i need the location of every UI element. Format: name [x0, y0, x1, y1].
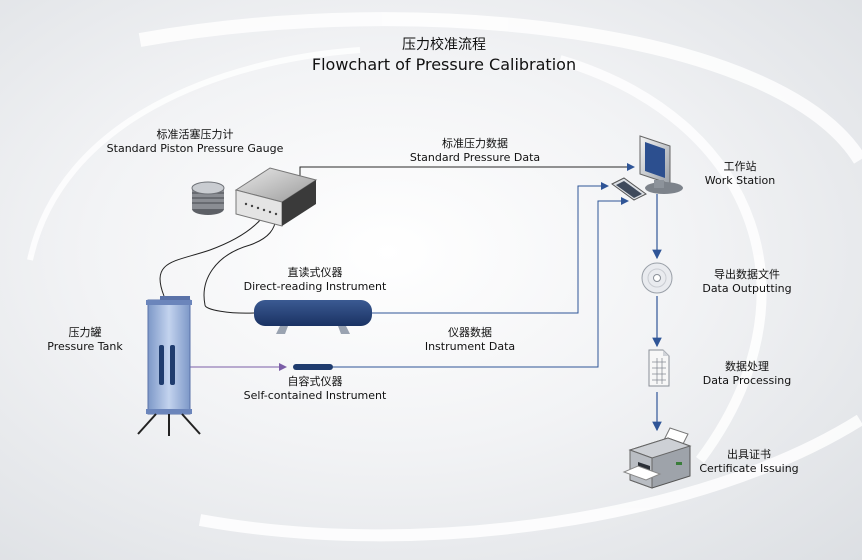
- label-data-processing-en: Data Processing: [702, 374, 792, 387]
- label-piston-gauge-en: Standard Piston Pressure Gauge: [106, 142, 284, 155]
- edge-standard-data: [299, 163, 635, 187]
- piston-gauge-icon: [191, 167, 318, 227]
- title-en: Flowchart of Pressure Calibration: [311, 55, 577, 74]
- label-standard-data: 标准压力数据 Standard Pressure Data: [400, 137, 550, 165]
- edge-self-contained-data: [333, 197, 629, 368]
- disc-icon: [641, 262, 673, 294]
- cylinder-stack-icon: [191, 181, 225, 215]
- label-data-processing: 数据处理 Data Processing: [692, 360, 802, 388]
- diagram-title: 压力校准流程 Flowchart of Pressure Calibration: [0, 36, 862, 76]
- printer-icon: [622, 427, 692, 489]
- label-pressure-tank: 压力罐 Pressure Tank: [40, 326, 130, 354]
- label-instrument-data: 仪器数据 Instrument Data: [410, 326, 530, 354]
- direct-reading-instrument-icon: [254, 300, 372, 334]
- label-piston-gauge-zh: 标准活塞压力计: [156, 128, 234, 141]
- label-piston-gauge: 标准活塞压力计 Standard Piston Pressure Gauge: [100, 128, 290, 156]
- label-direct-reading: 直读式仪器 Direct-reading Instrument: [235, 266, 395, 294]
- pressure-hoses: [159, 217, 277, 314]
- label-data-output-en: Data Outputting: [702, 282, 792, 295]
- edge-direct-reading-data: [372, 182, 609, 314]
- keyboard-icon: [611, 177, 647, 201]
- pressure-tank-icon: [137, 296, 201, 436]
- title-zh: 压力校准流程: [402, 37, 486, 53]
- document-icon: [648, 349, 670, 387]
- label-work-station-en: Work Station: [704, 174, 776, 187]
- monitor-icon: [639, 135, 683, 194]
- label-data-output-zh: 导出数据文件: [714, 268, 780, 281]
- label-instrument-data-zh: 仪器数据: [448, 326, 492, 339]
- label-certificate: 出具证书 Certificate Issuing: [694, 448, 804, 476]
- label-pressure-tank-zh: 压力罐: [68, 326, 102, 339]
- label-self-contained: 自容式仪器 Self-contained Instrument: [235, 375, 395, 403]
- label-instrument-data-en: Instrument Data: [424, 340, 516, 353]
- label-direct-reading-en: Direct-reading Instrument: [243, 280, 387, 293]
- label-standard-data-zh: 标准压力数据: [442, 137, 508, 150]
- label-pressure-tank-en: Pressure Tank: [47, 340, 123, 353]
- background-swoosh: [27, 12, 862, 542]
- work-station-icon: [611, 135, 683, 201]
- label-work-station-zh: 工作站: [723, 160, 757, 173]
- label-self-contained-zh: 自容式仪器: [287, 375, 343, 388]
- label-self-contained-en: Self-contained Instrument: [243, 389, 387, 402]
- label-data-processing-zh: 数据处理: [725, 360, 769, 373]
- label-data-output: 导出数据文件 Data Outputting: [692, 268, 802, 296]
- label-standard-data-en: Standard Pressure Data: [409, 151, 541, 164]
- label-work-station: 工作站 Work Station: [690, 160, 790, 188]
- label-direct-reading-zh: 直读式仪器: [287, 266, 343, 279]
- label-certificate-en: Certificate Issuing: [699, 462, 799, 475]
- self-contained-instrument-icon: [293, 364, 333, 370]
- label-certificate-zh: 出具证书: [727, 448, 771, 461]
